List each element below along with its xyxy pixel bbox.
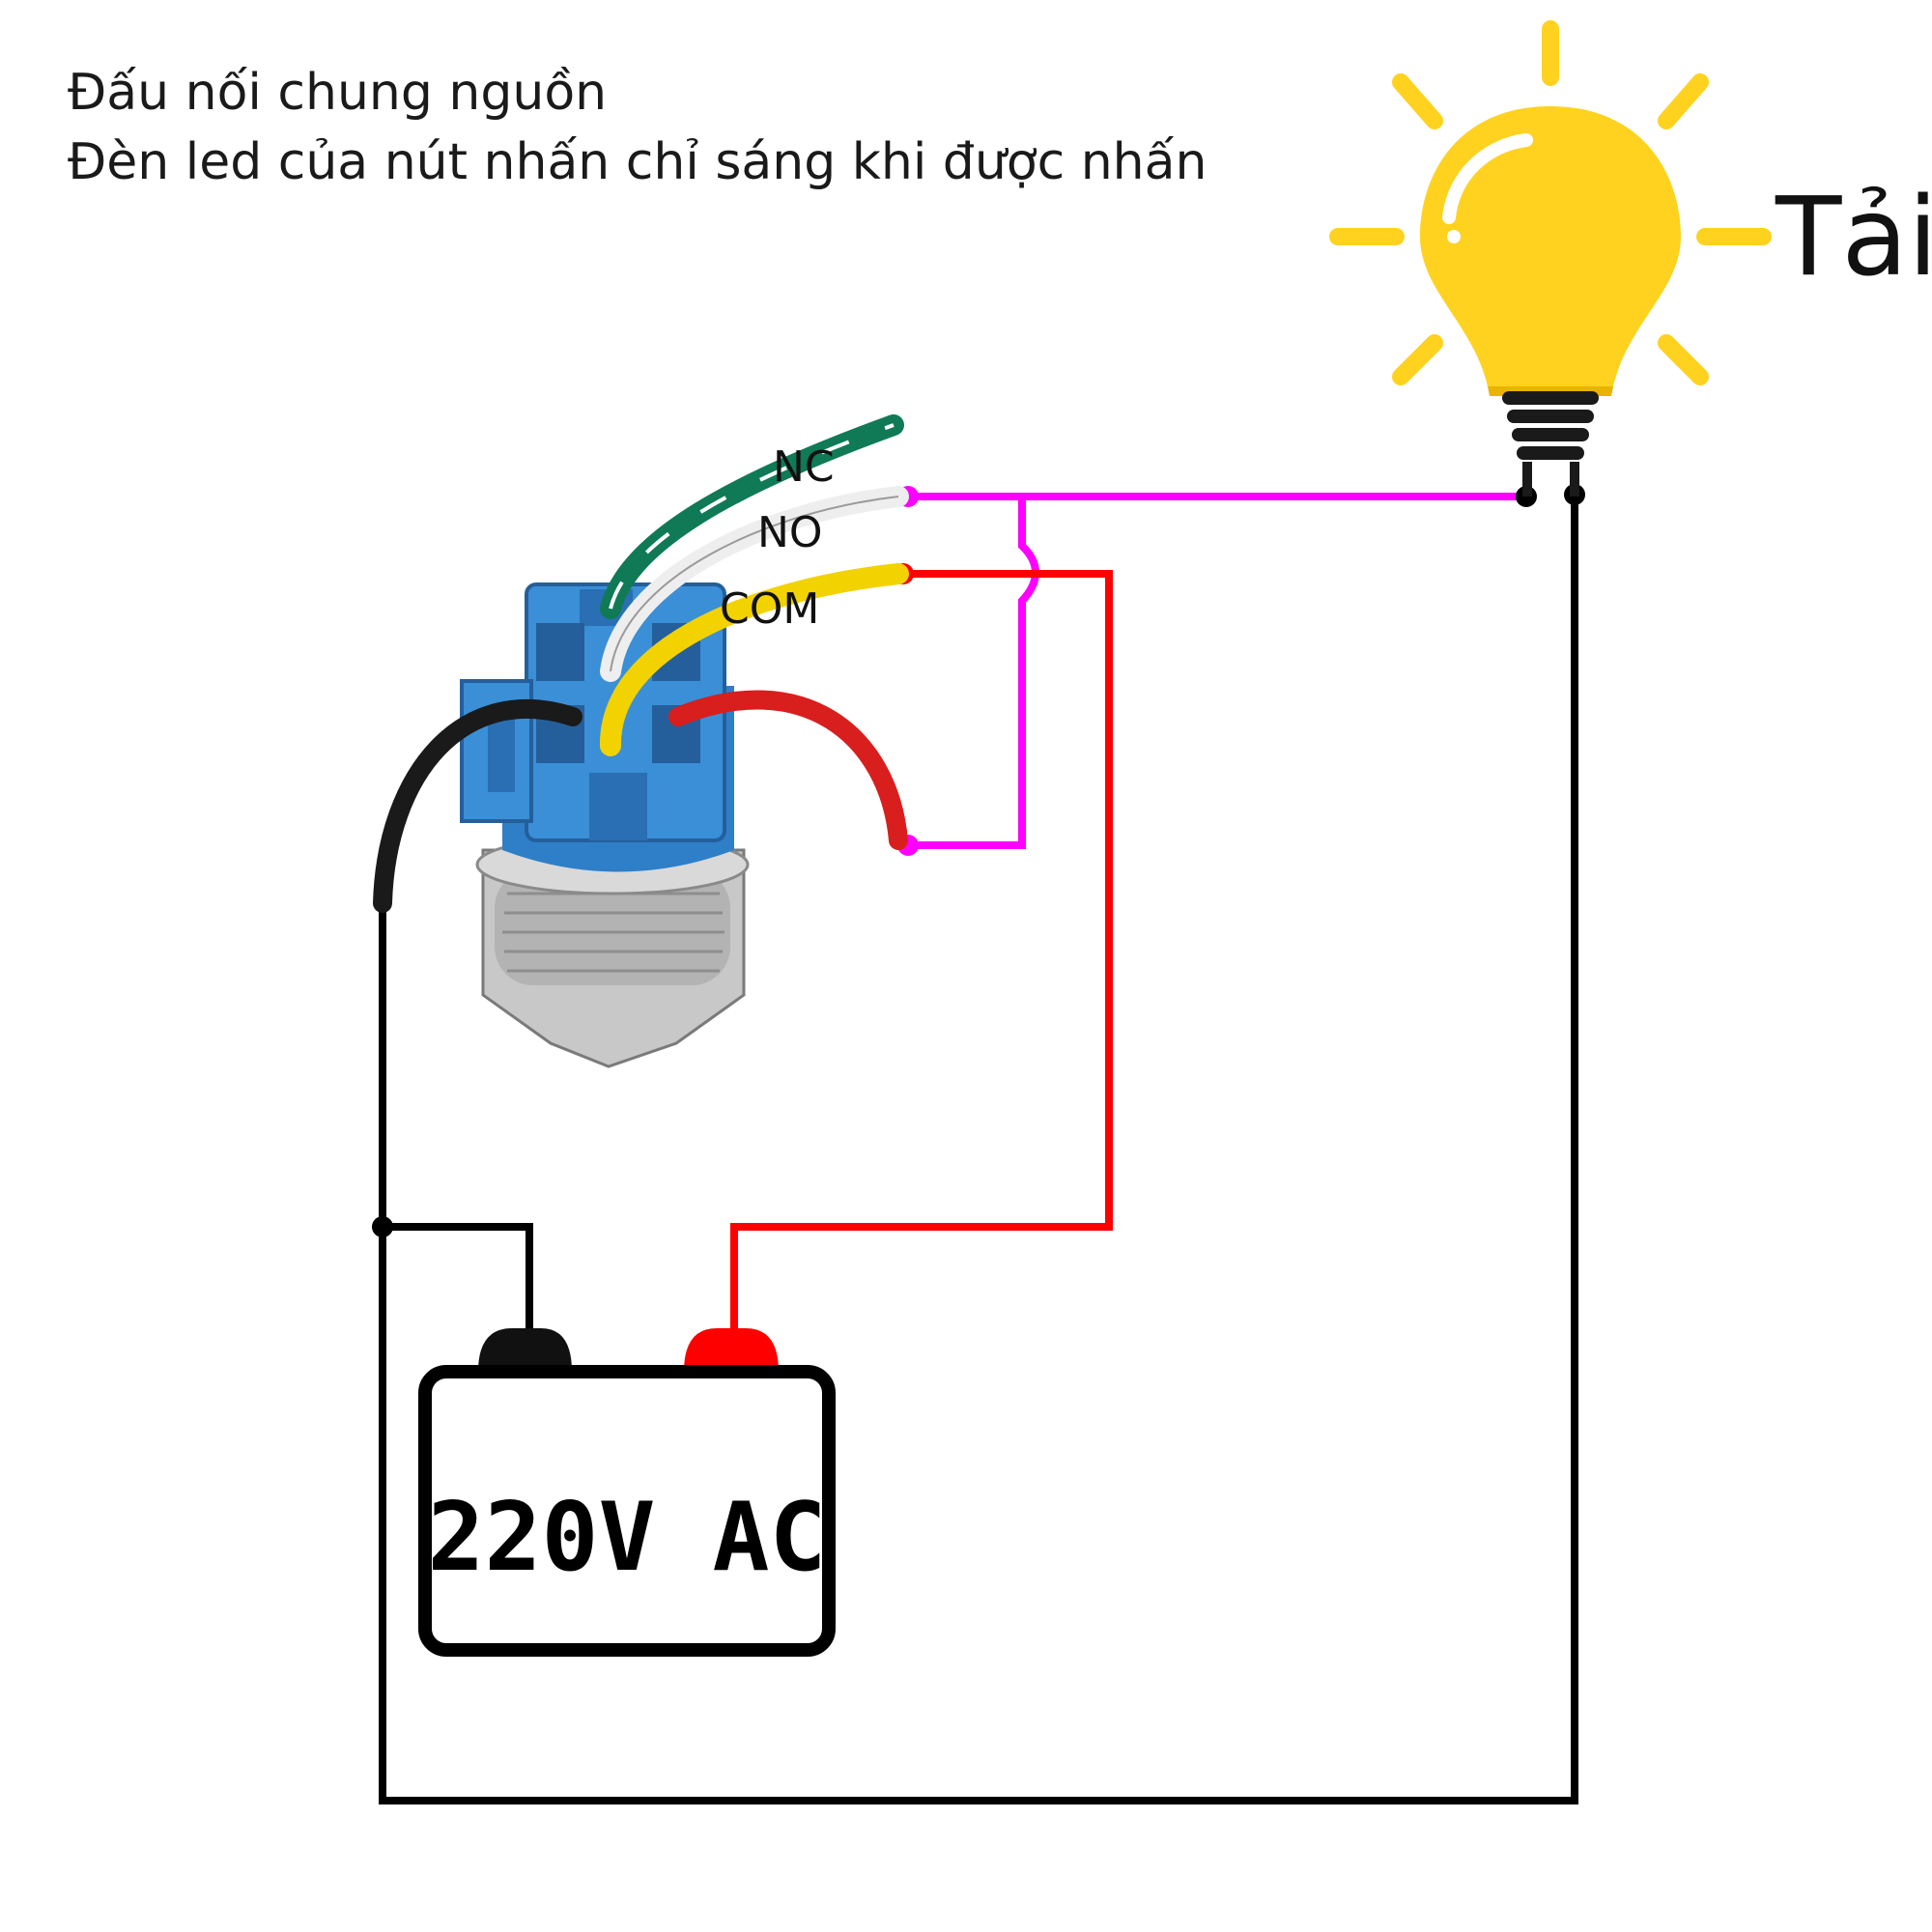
label-com: COM (720, 584, 819, 634)
label-nc: NC (773, 442, 835, 492)
battery-source-icon (418, 1328, 836, 1657)
load-label: Tải (1775, 175, 1932, 300)
power-source-label: 220V AC (427, 1483, 826, 1593)
lead-led-red (668, 690, 908, 850)
caption-line-2: Đèn led của nút nhấn chỉ sáng khi được n… (68, 133, 1208, 191)
wire-com-to-source (730, 570, 1113, 1331)
caption-line-1: Đấu nối chung nguồn (68, 64, 608, 122)
light-bulb-icon (1329, 20, 1772, 497)
lead-com-yellow (599, 563, 909, 756)
wire-source-negative (383, 1223, 533, 1331)
wire-led-bridge (908, 497, 1039, 849)
junction-black (372, 1216, 393, 1237)
lead-led-black (373, 698, 582, 913)
label-no: NO (757, 508, 823, 557)
wire-return-loop (379, 495, 1578, 1804)
